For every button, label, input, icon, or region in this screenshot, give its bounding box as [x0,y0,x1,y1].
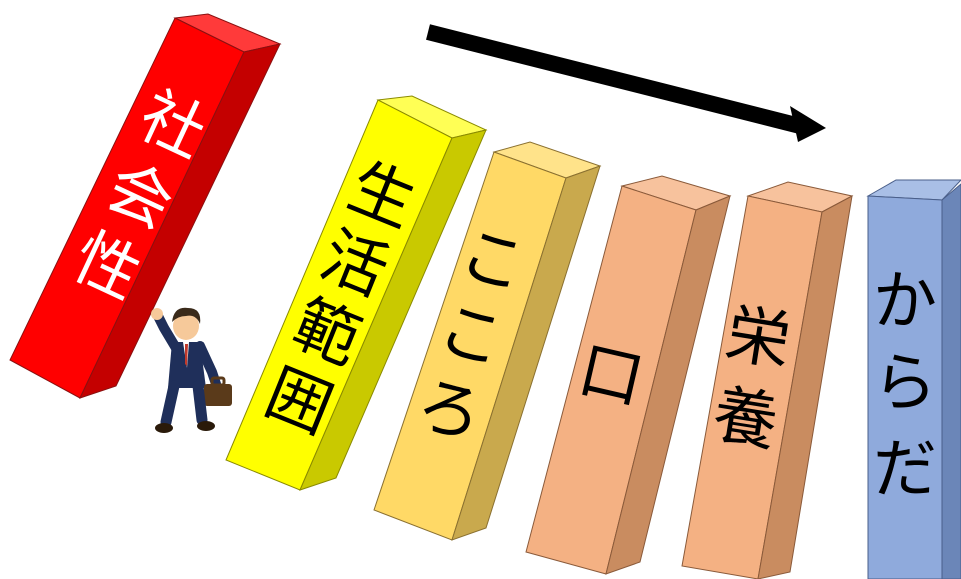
domino-kokoro: こ こ ろ [373,141,602,541]
domino-kuchi-side [605,195,731,575]
domino-karada-side [941,183,961,579]
businessman-icon [151,307,232,433]
domino-karada-front [867,195,943,579]
domino-eiyou-char: 養 [708,378,783,461]
domino-karada: か ら だ [866,179,961,579]
domino-shakaisei-side [79,43,281,399]
domino-seikatsu-hani-side [299,129,487,491]
domino-eiyou-side [757,195,853,579]
domino-eiyou-char: 栄 [721,297,796,380]
domino-eiyou: 栄 養 [681,181,854,579]
domino-karada-char: だ [873,433,937,507]
domino-karada-char: ら [873,347,937,421]
domino-karada-char: か [873,265,937,339]
domino-shakaisei: 社 会 性 [9,13,282,399]
direction-arrow [426,24,826,142]
domino-eiyou-front [681,195,823,579]
domino-kokoro-side [451,165,601,541]
domino-kuchi: 口 [525,175,732,575]
domino-seikatsu-hani: 生 活 範 囲 [225,95,488,491]
